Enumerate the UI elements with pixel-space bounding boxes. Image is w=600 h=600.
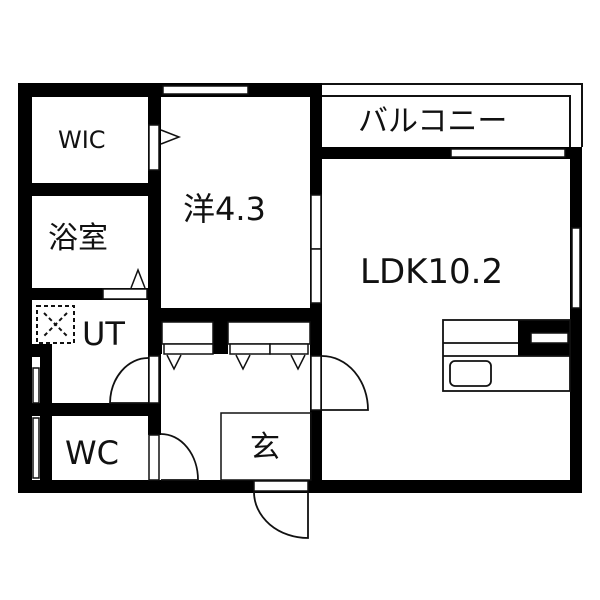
room-label-bath: 浴室 [48, 221, 108, 256]
closets [161, 321, 311, 355]
room-label-western: 洋4.3 [183, 190, 266, 228]
windows [32, 85, 581, 479]
washer-pan-icon [36, 305, 75, 344]
door-arcs [109, 355, 369, 539]
door-openings [102, 124, 322, 492]
room-label-balcony: バルコニー [358, 104, 508, 139]
room-label-ldk: LDK10.2 [360, 252, 504, 292]
room-label-wic: WIC [58, 126, 106, 154]
room-label-utility: UT [82, 315, 125, 353]
balcony-outline [322, 83, 583, 147]
entrance-area [220, 412, 312, 481]
room-label-entrance: 玄 [250, 430, 280, 465]
room-label-toilet: WC [65, 434, 119, 472]
door-markers [130, 129, 306, 371]
kitchen-counter [442, 319, 571, 392]
